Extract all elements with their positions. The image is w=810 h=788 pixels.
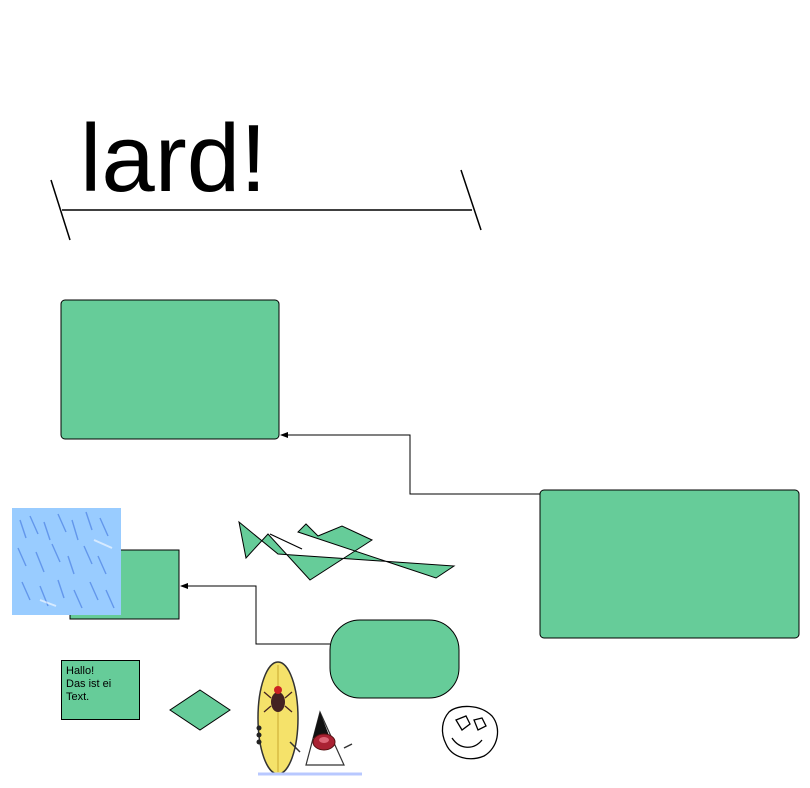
polygon-shape[interactable]	[238, 520, 456, 581]
dimension-line[interactable]	[50, 169, 482, 241]
rectangle-shape-right[interactable]	[539, 489, 800, 639]
connector-arrow-1[interactable]	[280, 432, 540, 495]
rounded-rectangle-shape[interactable]	[329, 619, 460, 699]
rectangle-shape-large[interactable]	[60, 299, 280, 440]
text-line: Text.	[66, 691, 90, 703]
water-texture-icon[interactable]	[12, 508, 121, 615]
surfer-mascot-icon[interactable]	[256, 661, 363, 776]
heading-text[interactable]: lard!	[80, 105, 267, 212]
diamond-shape[interactable]	[169, 689, 231, 731]
polygon-stroke[interactable]	[269, 533, 303, 550]
smiley-face-icon[interactable]	[441, 705, 499, 760]
text-line: Das ist ei	[66, 678, 112, 690]
text-line: Hallo!	[66, 665, 95, 677]
text-box[interactable]: Hallo! Das ist ei Text.	[61, 660, 140, 720]
connector-arrow-2[interactable]	[180, 583, 330, 645]
